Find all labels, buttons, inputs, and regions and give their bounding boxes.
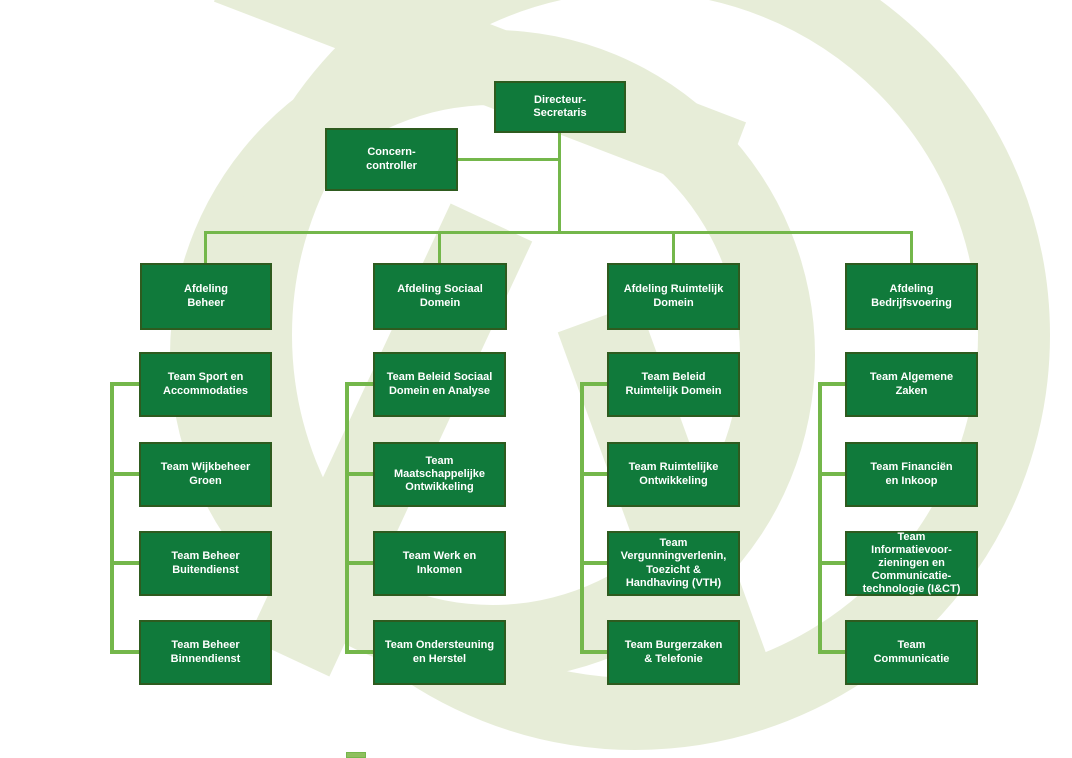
- bracket-col3-stub-2: [580, 472, 607, 476]
- org-box-team-beheer-binnendienst: Team Beheer Binnendienst: [139, 620, 272, 685]
- org-box-team-financien-en-inkoop: Team Financiën en Inkoop: [845, 442, 978, 507]
- connector-dept-stub-4: [910, 232, 913, 264]
- org-box-team-ruimtelijke-ontwikkeling: Team Ruimtelijke Ontwikkeling: [607, 442, 740, 507]
- org-box-label: Team Algemene Zaken: [869, 371, 954, 397]
- org-box-team-beleid-ruimtelijk-domein: Team Beleid Ruimtelijk Domein: [607, 352, 740, 417]
- bracket-col4-vertical: [818, 382, 822, 654]
- bracket-col2-stub-3: [345, 561, 373, 565]
- connector-dept-stub-2: [438, 232, 441, 264]
- org-box-concerncontroller: Concern- controller: [325, 128, 458, 191]
- org-box-team-maatschappelijke-ontwikkeling: Team Maatschappelijke Ontwikkeling: [373, 442, 506, 507]
- bracket-col4-stub-1: [818, 382, 845, 386]
- connector-main-horizontal: [204, 231, 913, 234]
- org-box-team-burgerzaken-telefonie: Team Burgerzaken & Telefonie: [607, 620, 740, 685]
- org-box-label: Team Beheer Buitendienst: [171, 550, 240, 576]
- bracket-col1-stub-4: [110, 650, 139, 654]
- bracket-col4-stub-4: [818, 650, 845, 654]
- bracket-col2-stub-2: [345, 472, 373, 476]
- org-box-label: Team Vergunningverlenin, Toezicht & Hand…: [620, 537, 727, 589]
- bracket-col2-stub-4: [345, 650, 373, 654]
- bracket-col2-stub-1: [345, 382, 373, 386]
- org-box-label: Directeur- Secretaris: [533, 93, 587, 119]
- bracket-col3-vertical: [580, 382, 584, 654]
- org-box-team-werk-en-inkomen: Team Werk en Inkomen: [373, 531, 506, 596]
- org-box-team-sport-en-accommodaties: Team Sport en Accommodaties: [139, 352, 272, 417]
- bracket-col3-stub-3: [580, 561, 607, 565]
- bracket-col2-vertical: [345, 382, 349, 654]
- org-box-label: Team Financiën en Inkoop: [870, 461, 953, 487]
- org-box-label: Team Maatschappelijke Ontwikkeling: [393, 454, 486, 494]
- org-box-team-beleid-sociaal-domein-en-analyse: Team Beleid Sociaal Domein en Analyse: [373, 352, 506, 417]
- bracket-col3-stub-4: [580, 650, 607, 654]
- bracket-col1-stub-1: [110, 382, 139, 386]
- org-box-team-informatievoorzieningen-ict: Team Informatievoor- zieningen en Commun…: [845, 531, 978, 596]
- connector-director-vertical: [558, 131, 561, 233]
- cropped-box-top-edge: [346, 752, 366, 758]
- org-box-label: Team Informatievoor- zieningen en Commun…: [862, 530, 961, 596]
- bracket-col1-stub-3: [110, 561, 139, 565]
- connector-controller-horizontal: [457, 158, 560, 161]
- org-box-team-ondersteuning-en-herstel: Team Ondersteuning en Herstel: [373, 620, 506, 685]
- org-box-label: Team Beleid Ruimtelijk Domein: [625, 371, 722, 397]
- bracket-col4-stub-2: [818, 472, 845, 476]
- bracket-col1-stub-2: [110, 472, 139, 476]
- org-box-afdeling-sociaal-domein: Afdeling Sociaal Domein: [373, 263, 507, 330]
- connector-dept-stub-1: [204, 232, 207, 264]
- org-box-team-beheer-buitendienst: Team Beheer Buitendienst: [139, 531, 272, 596]
- org-box-label: Team Communicatie: [873, 639, 950, 665]
- org-box-label: Team Ondersteuning en Herstel: [384, 639, 495, 665]
- bracket-col3-stub-1: [580, 382, 607, 386]
- org-box-afdeling-bedrijfsvoering: Afdeling Bedrijfsvoering: [845, 263, 978, 330]
- org-box-label: Afdeling Ruimtelijk Domein: [623, 283, 724, 309]
- org-box-label: Concern- controller: [366, 146, 417, 172]
- bracket-col1-vertical: [110, 382, 114, 654]
- org-box-label: Team Wijkbeheer Groen: [160, 461, 251, 487]
- org-box-label: Afdeling Sociaal Domein: [397, 283, 483, 309]
- org-box-afdeling-beheer: Afdeling Beheer: [140, 263, 272, 330]
- org-box-team-wijkbeheer-groen: Team Wijkbeheer Groen: [139, 442, 272, 507]
- org-box-team-algemene-zaken: Team Algemene Zaken: [845, 352, 978, 417]
- org-box-label: Afdeling Beheer: [184, 283, 228, 309]
- org-box-afdeling-ruimtelijk-domein: Afdeling Ruimtelijk Domein: [607, 263, 740, 330]
- org-box-label: Team Werk en Inkomen: [402, 550, 477, 576]
- bracket-col4-stub-3: [818, 561, 845, 565]
- org-box-directeur-secretaris: Directeur- Secretaris: [494, 81, 626, 133]
- org-box-label: Afdeling Bedrijfsvoering: [871, 283, 952, 309]
- org-box-label: Team Sport en Accommodaties: [163, 371, 248, 397]
- org-box-label: Team Beleid Sociaal Domein en Analyse: [386, 371, 493, 397]
- org-box-label: Team Burgerzaken & Telefonie: [624, 639, 723, 665]
- connector-dept-stub-3: [672, 232, 675, 264]
- org-box-team-communicatie: Team Communicatie: [845, 620, 978, 685]
- org-box-label: Team Beheer Binnendienst: [170, 639, 241, 665]
- org-box-team-vergunningverlening-toezicht-handhaving: Team Vergunningverlenin, Toezicht & Hand…: [607, 531, 740, 596]
- org-box-label: Team Ruimtelijke Ontwikkeling: [628, 461, 719, 487]
